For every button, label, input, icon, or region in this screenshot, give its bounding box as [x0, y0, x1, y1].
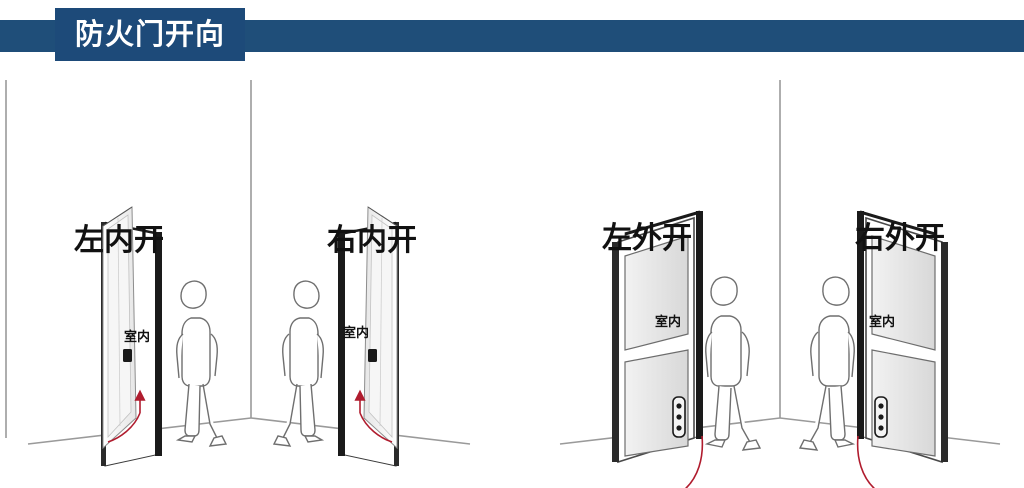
person-figure-1 [175, 280, 228, 447]
door-lock-plate-4 [874, 396, 888, 438]
room-label-right-outward: 室内 [869, 315, 896, 330]
panel-left-inward [101, 206, 228, 467]
door-handle-1 [123, 349, 132, 362]
door-leaf-2 [363, 206, 398, 450]
swing-arrow-3 [684, 435, 704, 488]
door-handle-2 [368, 349, 377, 362]
swing-arrow-4 [856, 435, 876, 488]
room-label-right-inward: 室内 [343, 326, 370, 341]
panel-right-outward [798, 210, 948, 488]
floor-lines [27, 417, 1001, 445]
panel-label-right-outward: 右外开 [855, 221, 945, 256]
wall-corner-lines [5, 80, 781, 438]
person-figure-3 [704, 276, 762, 451]
person-figure-4 [798, 276, 856, 451]
room-label-left-inward: 室内 [124, 330, 151, 345]
swing-arrow-2 [354, 389, 393, 443]
page-title: 防火门开向 [74, 17, 225, 51]
door-lock-plate-3 [672, 396, 686, 438]
door-diagram: 左内开 右内开 左外开 右外开 室内 室内 室内 室内 [0, 66, 1024, 488]
panel-label-left-outward: 左外开 [602, 221, 692, 256]
panel-left-outward [612, 210, 762, 488]
swing-arrow-1 [107, 389, 146, 443]
header-title-box: 防火门开向 [55, 8, 245, 61]
door-leaf-1 [102, 206, 137, 450]
person-figure-2 [272, 280, 325, 447]
room-label-left-outward: 室内 [655, 315, 682, 330]
door-panel-upper-3 [624, 235, 689, 351]
door-diagram-svg [5, 80, 1001, 488]
panel-label-left-inward: 左内开 [74, 223, 164, 258]
panel-right-inward [272, 206, 399, 467]
panel-label-right-inward: 右内开 [327, 223, 417, 258]
door-panel-upper-4 [871, 235, 936, 351]
